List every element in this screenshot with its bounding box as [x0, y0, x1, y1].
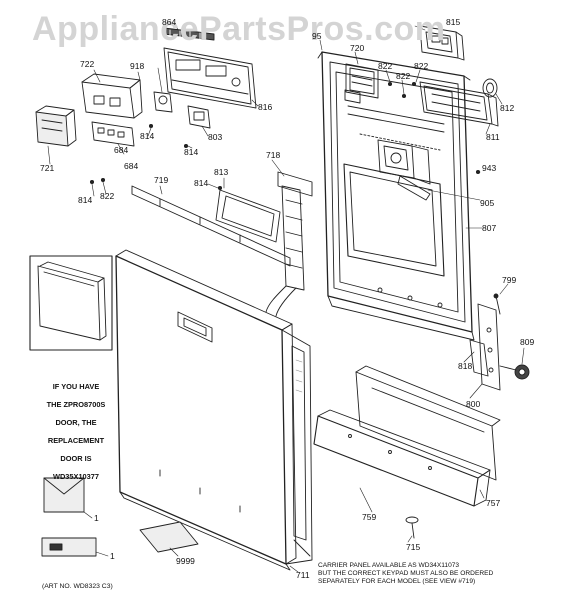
part-label-799: 799 [502, 275, 517, 285]
part-label-718: 718 [266, 150, 281, 160]
control-panel-811 [419, 81, 499, 127]
panel-813 [215, 189, 281, 243]
carrier-panel-note: CARRIER PANEL AVAILABLE AS WD34X11073 BU… [318, 562, 558, 587]
part-label-95: 95 [312, 31, 322, 41]
literature-card [41, 537, 97, 557]
replacement-door-note: IF YOU HAVE THE ZPRO8700S DOOR, THE REPL… [30, 378, 122, 486]
part-label-815: 815 [446, 17, 461, 27]
control-board-722 [81, 73, 143, 119]
dispenser-905 [377, 139, 431, 201]
switch-815 [419, 25, 465, 61]
part-label-814-b: 814 [184, 147, 199, 157]
inner-door-panel [317, 51, 475, 341]
outer-door-711 [115, 249, 313, 571]
cable-718 [265, 171, 313, 317]
part-label-1-a: 1 [94, 513, 99, 523]
screws [89, 81, 481, 191]
console-strip-719 [131, 185, 291, 267]
note-line: DOOR, THE [55, 418, 97, 427]
leader-lines [47, 23, 525, 573]
part-label-711: 711 [296, 570, 310, 580]
part-label-814-d: 814 [78, 195, 93, 205]
harness-864 [163, 27, 215, 41]
watermark-logo-text: AppliancePartsPros.com [32, 10, 446, 48]
hinge-assembly-800 [469, 303, 501, 391]
part-label-721: 721 [40, 163, 55, 173]
part-label-813: 813 [214, 167, 229, 177]
part-label-715: 715 [406, 542, 421, 552]
terminal-block-684 [91, 121, 135, 147]
part-label-822-b: 822 [396, 71, 411, 81]
part-label-719: 719 [154, 175, 169, 185]
knob-812 [482, 78, 498, 98]
vent-assembly-720 [345, 63, 379, 99]
part-label-943: 943 [482, 163, 497, 173]
roller-809 [499, 364, 530, 380]
part-label-807: 807 [482, 223, 497, 233]
part-label-818: 818 [458, 361, 473, 371]
part-label-814-a: 814 [140, 131, 155, 141]
footer-line: SEPARATELY FOR EACH MODEL (SEE VIEW #719… [318, 578, 476, 586]
toe-plate-759 [313, 409, 491, 507]
part-label-684-b: 684 [124, 161, 139, 171]
part-label-720: 720 [350, 43, 365, 53]
part-label-816: 816 [258, 102, 273, 112]
part-label-822-c: 822 [414, 61, 429, 71]
part-label-822-d: 822 [100, 191, 115, 201]
footer-line: CARRIER PANEL AVAILABLE AS WD34X11073 [318, 562, 460, 569]
lamp-918 [153, 91, 173, 113]
part-label-814-c: 814 [194, 178, 209, 188]
note-line: IF YOU HAVE [52, 382, 100, 391]
part-label-905: 905 [480, 198, 495, 208]
note-line: REPLACEMENT [47, 436, 105, 445]
part-label-722: 722 [80, 59, 95, 69]
part-label-759: 759 [362, 512, 377, 522]
part-label-811: 811 [486, 132, 500, 142]
part-label-822-a: 822 [378, 61, 393, 71]
note-line: WD35X10377 [52, 472, 99, 481]
part-label-800: 800 [466, 399, 481, 409]
part-label-9999: 9999 [176, 556, 195, 566]
bracket-757 [355, 365, 501, 481]
footer-line: BUT THE CORRECT KEYPAD MUST ALSO BE ORDE… [318, 570, 494, 578]
part-label-1-b: 1 [110, 551, 115, 561]
note-line: DOOR IS [60, 454, 92, 463]
part-label-864: 864 [162, 17, 177, 27]
part-label-809: 809 [520, 337, 535, 347]
part-label-684-a: 684 [114, 145, 129, 155]
inset-door-sketch [29, 255, 113, 351]
bracket-816 [163, 47, 257, 109]
screw-715 [405, 516, 419, 539]
art-number: (ART NO. WD8323 C3) [42, 583, 113, 590]
part-label-918: 918 [130, 61, 145, 71]
literature-9999 [139, 521, 199, 553]
note-line: THE ZPRO8700S [46, 400, 106, 409]
switch-721 [35, 105, 77, 147]
screw-799 [493, 293, 501, 315]
module-803 [187, 105, 211, 129]
part-label-757: 757 [486, 498, 501, 508]
part-label-812: 812 [500, 103, 515, 113]
part-label-803: 803 [208, 132, 223, 142]
